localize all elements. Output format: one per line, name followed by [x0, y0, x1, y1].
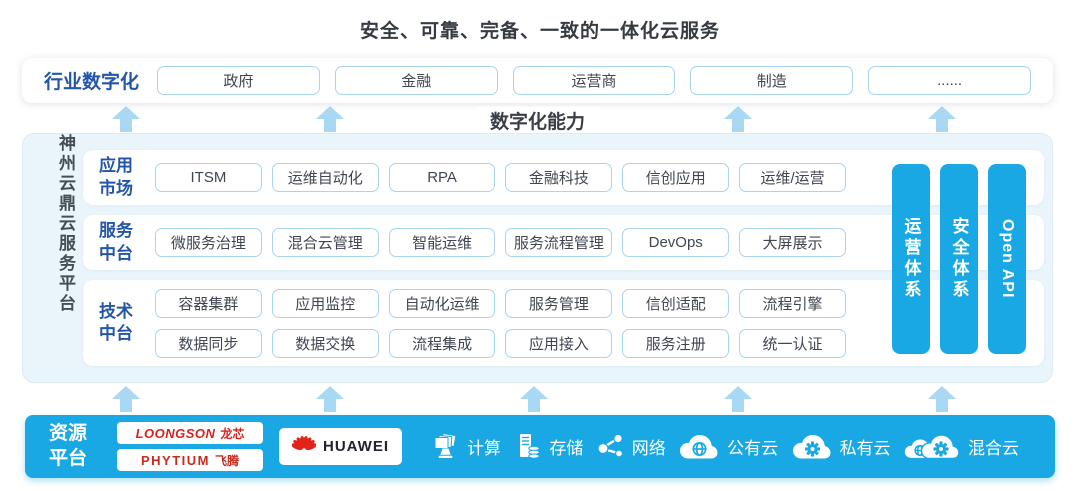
- private-cloud-icon: [792, 433, 832, 461]
- item-itsm: ITSM: [155, 163, 262, 192]
- item-app-monitoring: 应用监控: [271, 288, 379, 318]
- huawei-logo: HUAWEI: [279, 428, 402, 465]
- capability-arrow-row: 数字化能力: [22, 106, 1053, 134]
- up-arrow-icon: [520, 386, 548, 412]
- service-label: 计算: [467, 439, 501, 458]
- service-label: 网络: [631, 439, 666, 458]
- pillar-security-system: 安全体系: [940, 164, 978, 354]
- up-arrow-icon: [928, 106, 956, 132]
- phytium-cjk-label: 飞腾: [214, 453, 239, 468]
- item-automated-ops: 自动化运维: [388, 288, 496, 318]
- platform-rows: 应用市场 ITSM 运维自动化 RPA 金融科技 信创应用 运维/运营 服务中台…: [83, 150, 1044, 366]
- item-ops-automation: 运维自动化: [271, 163, 379, 192]
- up-arrow-icon: [112, 386, 140, 412]
- row-items: 微服务治理 混合云管理 智能运维 服务流程管理 DevOps 大屏展示: [155, 228, 846, 257]
- item-big-screen: 大屏展示: [739, 228, 846, 257]
- service-compute: 计算: [432, 433, 501, 460]
- industry-item-finance: 金融: [334, 66, 498, 95]
- loongson-wordmark: LOONGSON: [135, 425, 216, 441]
- item-service-registry: 服务注册: [622, 328, 730, 358]
- item-xinchuang-app: 信创应用: [622, 163, 730, 192]
- item-container-cluster: 容器集群: [155, 288, 262, 318]
- industry-strip-label: 行业数字化: [44, 72, 140, 93]
- row-label-service-platform: 服务中台: [99, 221, 133, 263]
- item-ops-operation: 运维/运营: [739, 163, 846, 192]
- item-fintech: 金融科技: [505, 163, 613, 192]
- pillar-operations-system: 运营体系: [892, 164, 930, 354]
- up-arrow-icon: [316, 386, 344, 412]
- item-devops: DevOps: [622, 228, 730, 257]
- item-process-engine: 流程引擎: [739, 288, 846, 318]
- hybrid-cloud-icon: [904, 432, 960, 462]
- service-label: 私有云: [839, 439, 891, 458]
- item-process-integration: 流程集成: [388, 328, 496, 358]
- industry-item-government: 政府: [157, 66, 320, 95]
- resource-bar-label: 资源平台: [49, 422, 88, 469]
- loongson-logo: LOONGSON 龙芯: [117, 422, 263, 444]
- item-microservice-governance: 微服务治理: [155, 228, 262, 257]
- service-hybrid-cloud: 混合云: [904, 432, 1019, 462]
- vendor-logos: LOONGSON 龙芯 PHYTIUM 飞腾: [117, 422, 263, 471]
- service-label: 存储: [549, 439, 584, 458]
- resource-services: 计算: [402, 432, 1055, 462]
- up-arrow-icon: [928, 386, 956, 412]
- loongson-cjk-label: 龙芯: [220, 426, 245, 441]
- phytium-wordmark: PHYTIUM: [140, 452, 210, 468]
- row-label-app-market: 应用市场: [99, 156, 133, 198]
- up-arrow-icon: [112, 106, 140, 132]
- item-service-mgmt: 服务管理: [505, 288, 613, 318]
- row-items: 数据同步 数据交换 流程集成 应用接入 服务注册 统一认证: [155, 328, 846, 358]
- item-app-access: 应用接入: [505, 328, 613, 358]
- capability-label: 数字化能力: [475, 107, 600, 134]
- up-arrow-icon: [316, 106, 344, 132]
- item-data-exchange: 数据交换: [271, 328, 379, 358]
- up-arrow-icon: [724, 106, 752, 132]
- item-xinchuang-adaptation: 信创适配: [622, 288, 730, 318]
- industry-item-more: ......: [868, 66, 1031, 95]
- huawei-flower-icon: [292, 435, 316, 458]
- industry-item-manufacturing: 制造: [690, 66, 854, 95]
- service-storage: 存储: [514, 433, 583, 460]
- service-label: 混合云: [967, 439, 1019, 458]
- row-groups: 容器集群 应用监控 自动化运维 服务管理 信创适配 流程引擎 数据同步 数据交换…: [155, 288, 846, 358]
- item-service-process-mgmt: 服务流程管理: [505, 228, 613, 257]
- phytium-logo: PHYTIUM 飞腾: [117, 449, 263, 471]
- industry-item-operator: 运营商: [512, 66, 676, 95]
- pillar-open-api: Open API: [988, 164, 1026, 354]
- huawei-wordmark: HUAWEI: [323, 438, 389, 455]
- item-rpa: RPA: [388, 163, 496, 192]
- network-icon: [597, 433, 624, 460]
- industry-items: 政府 金融 运营商 制造 ......: [157, 66, 1031, 95]
- row-items: ITSM 运维自动化 RPA 金融科技 信创应用 运维/运营: [155, 163, 846, 192]
- resource-bar: 资源平台 LOONGSON 龙芯 PHYTIUM 飞腾: [25, 415, 1055, 478]
- row-tech-platform: 技术中台 容器集群 应用监控 自动化运维 服务管理 信创适配 流程引擎 数据同步…: [83, 280, 1044, 366]
- industry-strip: 行业数字化 政府 金融 运营商 制造 ......: [22, 58, 1053, 103]
- service-label: 公有云: [727, 439, 779, 458]
- service-public-cloud: 公有云: [679, 433, 778, 461]
- up-arrow-icon: [724, 386, 752, 412]
- service-network: 网络: [597, 433, 666, 460]
- row-items: 容器集群 应用监控 自动化运维 服务管理 信创适配 流程引擎: [155, 288, 846, 318]
- row-app-market: 应用市场 ITSM 运维自动化 RPA 金融科技 信创应用 运维/运营: [83, 150, 1044, 205]
- pillars: 运营体系 安全体系 Open API: [892, 164, 1026, 354]
- item-data-sync: 数据同步: [155, 328, 262, 358]
- storage-icon: [514, 433, 541, 460]
- service-private-cloud: 私有云: [792, 433, 891, 461]
- item-unified-auth: 统一认证: [739, 328, 846, 358]
- item-smart-ops: 智能运维: [388, 228, 496, 257]
- public-cloud-icon: [679, 433, 719, 461]
- row-label-tech-platform: 技术中台: [99, 301, 133, 343]
- page-title: 安全、可靠、完备、一致的一体化云服务: [359, 21, 720, 42]
- platform-panel: 神州云鼎云服务平台 应用市场 ITSM 运维自动化 RPA 金融科技 信创应用 …: [22, 133, 1053, 383]
- platform-name: 神州云鼎云服务平台: [56, 134, 75, 314]
- resource-arrow-row: [22, 386, 1053, 412]
- item-hybrid-cloud-mgmt: 混合云管理: [271, 228, 379, 257]
- row-service-platform: 服务中台 微服务治理 混合云管理 智能运维 服务流程管理 DevOps 大屏展示: [83, 215, 1044, 270]
- compute-icon: [432, 433, 459, 460]
